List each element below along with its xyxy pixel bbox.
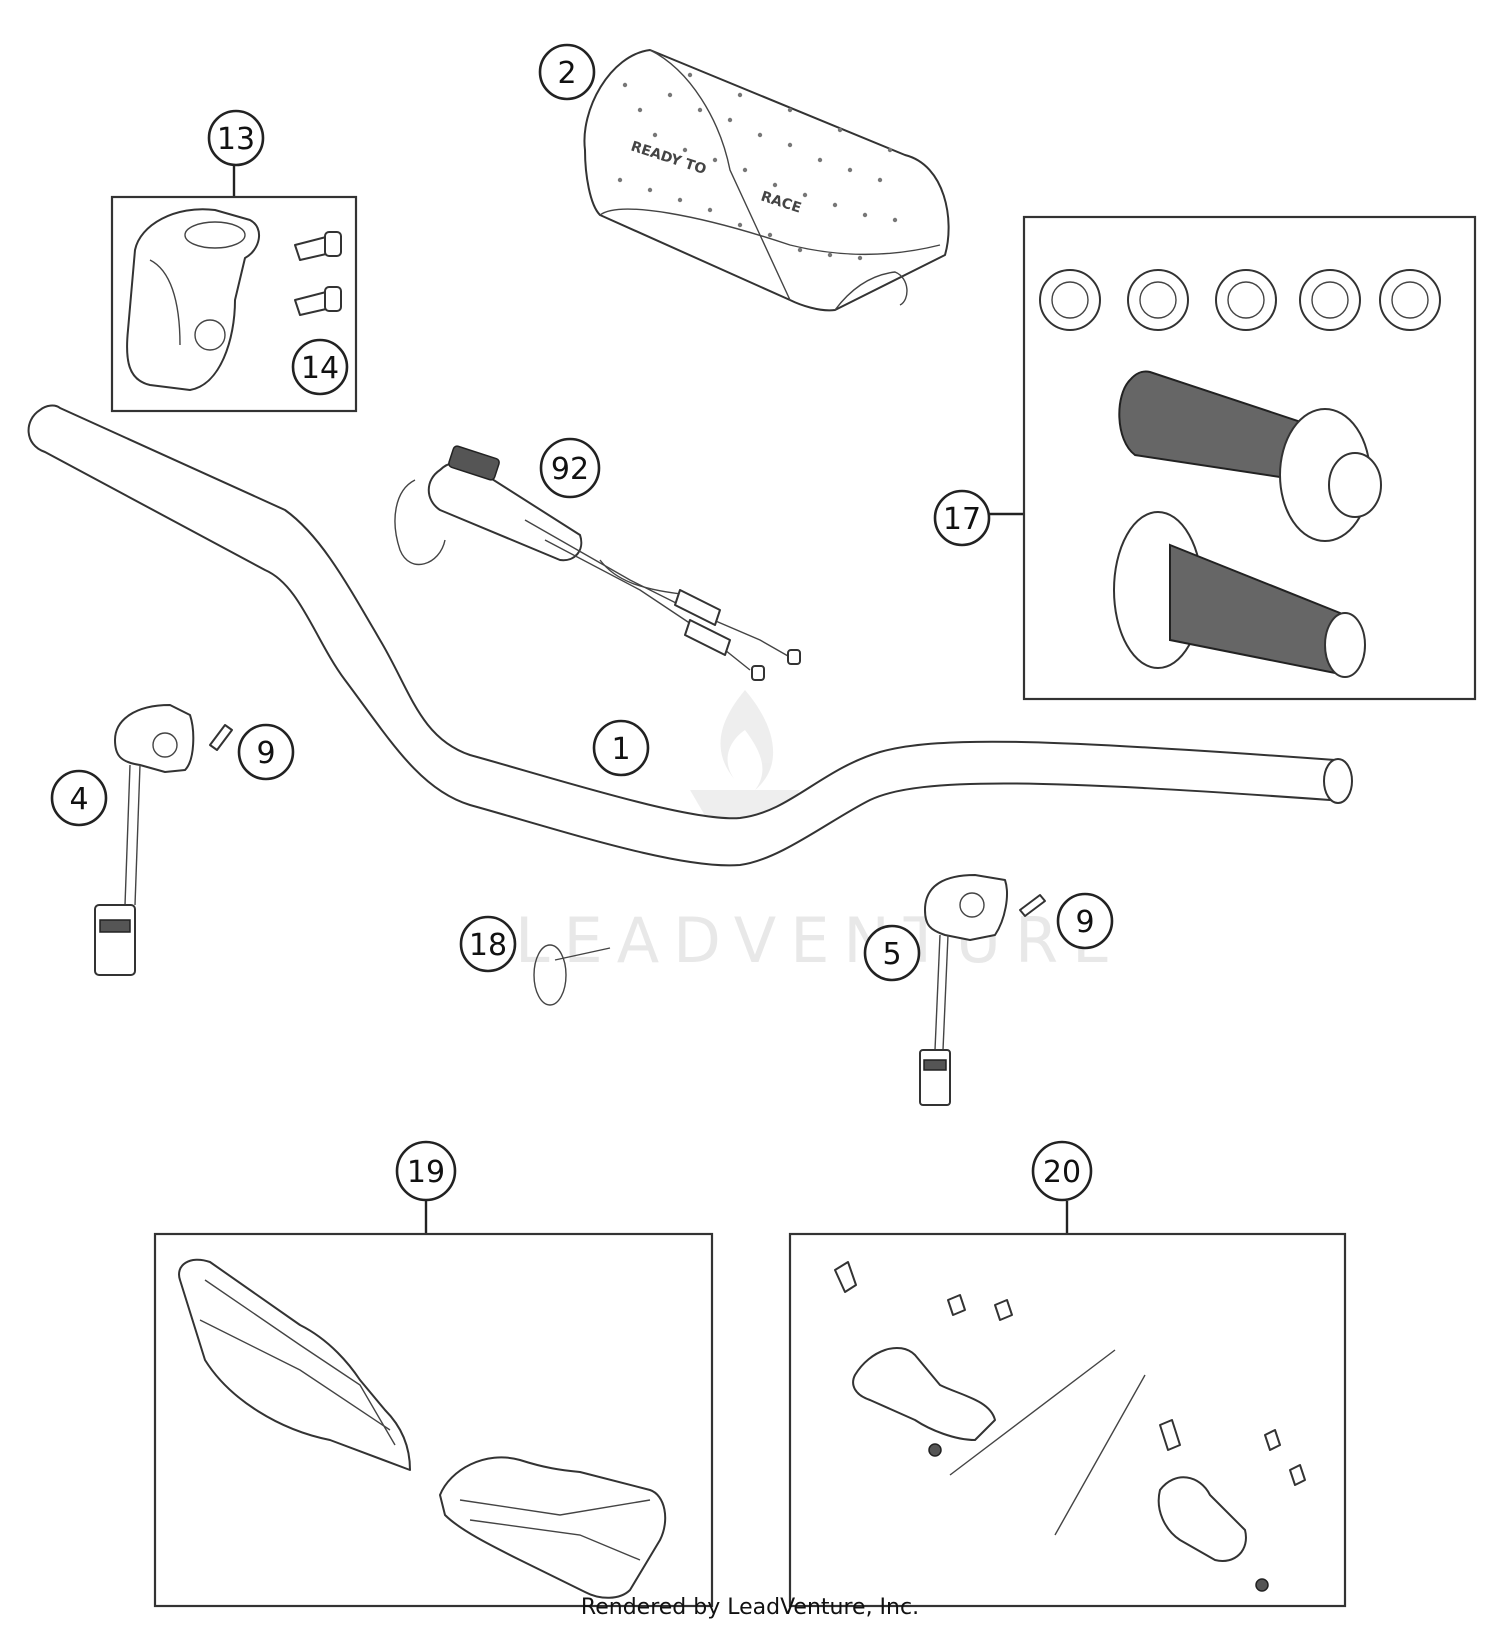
callout-19[interactable]: 19 bbox=[395, 1140, 457, 1202]
watermark-flame-logo bbox=[720, 690, 774, 790]
callout-13[interactable]: 13 bbox=[207, 109, 265, 167]
screw-part-9-right[interactable] bbox=[1019, 894, 1046, 917]
callout-2[interactable]: 2 bbox=[538, 43, 596, 101]
svg-text:92: 92 bbox=[551, 452, 589, 487]
clutch-switch-part-13[interactable] bbox=[126, 208, 260, 391]
handguard-kit-part-19[interactable] bbox=[178, 1258, 667, 1599]
handlebar-pad-part-2[interactable]: READY TO RACE bbox=[583, 49, 950, 312]
screw-part-14[interactable] bbox=[294, 231, 342, 316]
handlebar-part-1[interactable] bbox=[27, 404, 1353, 867]
kit-frame-20 bbox=[788, 1201, 1347, 1608]
throttle-cam-5 bbox=[1379, 269, 1441, 331]
callout-92[interactable]: 92 bbox=[539, 437, 601, 499]
callout-18[interactable]: 18 bbox=[459, 915, 517, 973]
pad-texture-dots bbox=[617, 72, 898, 261]
svg-text:9: 9 bbox=[1075, 905, 1094, 940]
grip-kit-part-17[interactable] bbox=[1039, 269, 1441, 678]
svg-text:9: 9 bbox=[256, 736, 275, 771]
callout-17[interactable]: 17 bbox=[933, 489, 991, 547]
footer-credit: Rendered by LeadVenture, Inc. bbox=[580, 1595, 920, 1620]
callout-14[interactable]: 14 bbox=[291, 338, 349, 396]
callout-20[interactable]: 20 bbox=[1031, 1140, 1093, 1202]
callout-9-right[interactable]: 9 bbox=[1056, 892, 1114, 950]
screw-part-9-left[interactable] bbox=[209, 724, 233, 751]
hydraulic-clutch-kit-part-20[interactable] bbox=[834, 1261, 1306, 1592]
kit-frame-13 bbox=[110, 162, 358, 413]
callout-5[interactable]: 5 bbox=[863, 924, 921, 982]
svg-text:4: 4 bbox=[69, 782, 88, 817]
callout-1[interactable]: 1 bbox=[592, 719, 650, 777]
svg-text:18: 18 bbox=[469, 928, 507, 963]
throttle-cam-4 bbox=[1299, 269, 1361, 331]
svg-text:1: 1 bbox=[611, 732, 630, 767]
watermark-text: LEADVENTURE bbox=[515, 904, 1125, 977]
kit-frame-19 bbox=[153, 1201, 714, 1608]
callout-9-left[interactable]: 9 bbox=[237, 723, 295, 781]
svg-text:5: 5 bbox=[882, 937, 901, 972]
throttle-assembly-part-92[interactable] bbox=[394, 445, 801, 681]
svg-text:2: 2 bbox=[557, 56, 576, 91]
svg-text:14: 14 bbox=[301, 351, 339, 386]
right-switch-part-5[interactable] bbox=[919, 874, 1008, 1106]
cable-tie-part-18[interactable] bbox=[533, 944, 611, 1006]
left-switch-part-4[interactable] bbox=[94, 704, 195, 976]
throttle-cam-2 bbox=[1127, 269, 1189, 331]
throttle-cam-3 bbox=[1215, 269, 1277, 331]
svg-text:19: 19 bbox=[407, 1155, 445, 1190]
svg-text:13: 13 bbox=[217, 122, 255, 157]
throttle-cam-1 bbox=[1039, 269, 1101, 331]
svg-text:17: 17 bbox=[943, 502, 981, 537]
kit-frame-17 bbox=[989, 215, 1477, 701]
svg-text:20: 20 bbox=[1043, 1155, 1081, 1190]
callout-4[interactable]: 4 bbox=[50, 769, 108, 827]
